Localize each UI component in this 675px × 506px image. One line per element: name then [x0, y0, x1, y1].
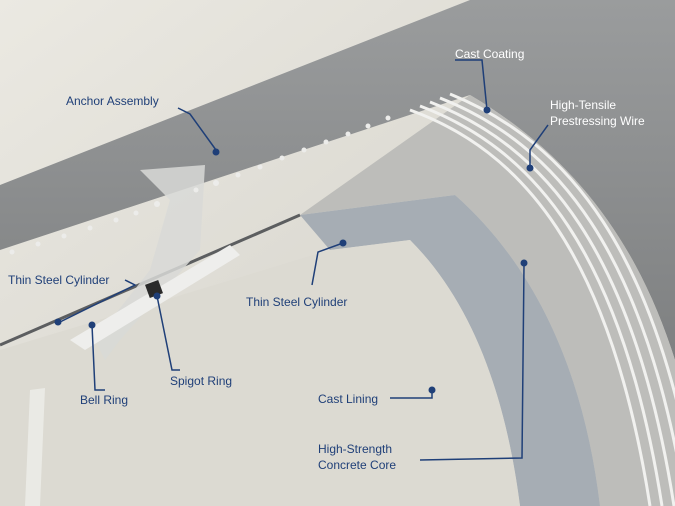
label-high-tensile-2: Prestressing Wire	[550, 114, 645, 128]
label-high-strength-1: High-Strength	[318, 442, 392, 456]
label-high-tensile-1: High-Tensile	[550, 98, 616, 112]
label-thin-steel-center: Thin Steel Cylinder	[246, 295, 347, 309]
dot-cast-lining	[429, 387, 436, 394]
label-bell-ring: Bell Ring	[80, 393, 128, 407]
dot-thin-steel-left	[55, 319, 62, 326]
dot-concrete-core	[521, 260, 528, 267]
label-high-strength-2: Concrete Core	[318, 458, 396, 472]
label-anchor-assembly: Anchor Assembly	[66, 94, 159, 108]
label-cast-coating: Cast Coating	[455, 47, 524, 61]
dot-bell-ring	[89, 322, 96, 329]
dot-thin-steel-center	[340, 240, 347, 247]
dot-anchor-assembly	[213, 149, 220, 156]
label-spigot-ring: Spigot Ring	[170, 374, 232, 388]
label-thin-steel-left: Thin Steel Cylinder	[8, 273, 109, 287]
dot-spigot-ring	[154, 293, 161, 300]
dot-cast-coating	[484, 107, 491, 114]
label-cast-lining: Cast Lining	[318, 392, 378, 406]
dot-high-tensile	[527, 165, 534, 172]
